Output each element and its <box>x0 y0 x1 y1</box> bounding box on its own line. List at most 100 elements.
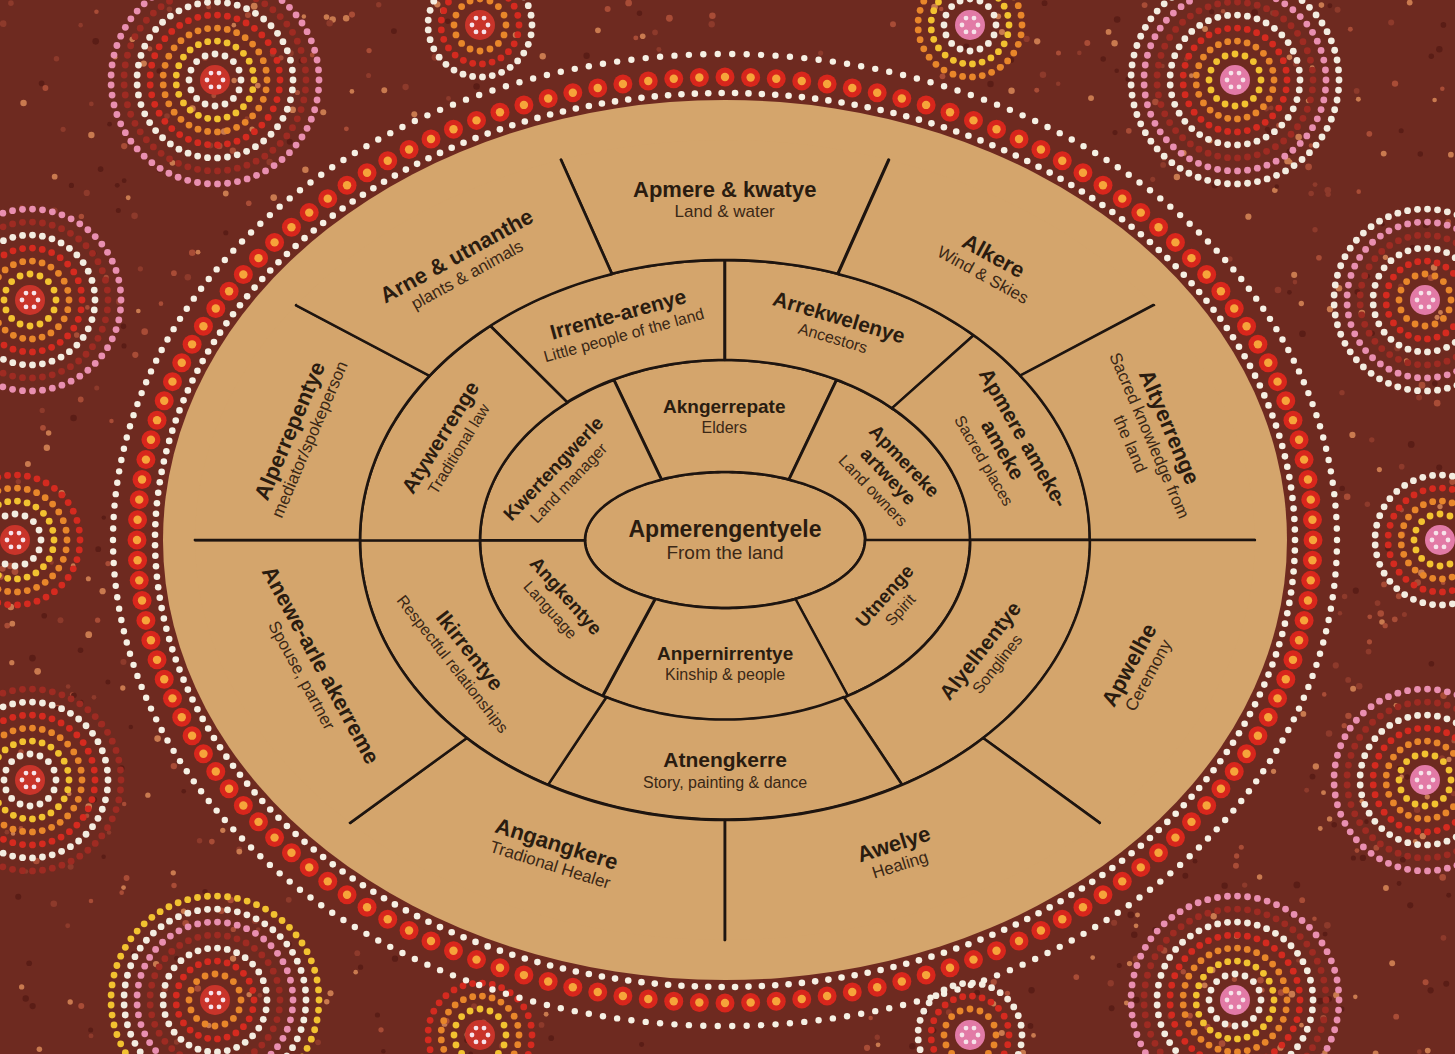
background-dot <box>1339 486 1344 491</box>
circle-motif-dot <box>1263 19 1270 26</box>
background-dot <box>40 408 45 413</box>
circle-motif-dot <box>1193 1001 1200 1008</box>
circle-motif-dot <box>58 834 65 841</box>
circle-motif-dot <box>1147 935 1154 942</box>
circle-motif-dot <box>214 155 221 162</box>
circle-motif-dot <box>1390 274 1397 281</box>
circle-motif-dot <box>1253 949 1260 956</box>
circle-motif-dot <box>1224 932 1231 939</box>
circle-motif-dot <box>1206 997 1213 1004</box>
circle-motif-dot <box>39 220 46 227</box>
circle-motif-dot <box>158 3 165 10</box>
circle-motif-dot <box>180 100 187 107</box>
circle-motif-dot <box>294 38 301 45</box>
background-dot <box>1114 16 1121 23</box>
circle-motif-dot <box>186 1042 193 1049</box>
circle-motif-dot <box>121 82 128 89</box>
circle-motif-dot <box>1214 153 1221 160</box>
background-dot <box>548 1035 554 1041</box>
circle-motif-dot <box>1394 383 1401 390</box>
circle-motif-dot <box>1412 321 1419 328</box>
background-dot <box>29 655 36 662</box>
background-dot <box>391 28 397 34</box>
circle-motif-dot <box>280 958 287 965</box>
circle-motif-dot <box>1264 162 1271 169</box>
circle-motif-dot <box>91 287 98 294</box>
circle-motif-dot <box>294 115 301 122</box>
circle-motif-dot <box>316 77 323 84</box>
background-dot <box>1375 600 1381 606</box>
background-dot <box>85 305 90 310</box>
circle-motif-dot <box>204 932 211 939</box>
circle-motif-dot <box>19 867 26 874</box>
circle-motif-dot <box>1405 346 1412 353</box>
circle-motif-dot <box>19 841 26 848</box>
circle-motif-dot <box>188 987 195 994</box>
circle-motif-dot <box>1224 141 1231 148</box>
circle-motif-dot <box>1215 41 1222 48</box>
circle-motif-dot <box>160 992 167 999</box>
circle-motif-dot <box>253 901 260 908</box>
background-dot <box>92 38 99 45</box>
circle-motif-dot <box>117 120 124 127</box>
circle-motif-dot <box>1167 82 1174 89</box>
circle-motif-dot <box>1244 1047 1251 1054</box>
background-dot <box>89 899 94 904</box>
circle-motif-dot <box>10 332 17 339</box>
background-dot <box>1354 88 1360 94</box>
background-dot <box>1342 723 1347 728</box>
circle-motif-dot <box>175 913 182 920</box>
circle-motif-dot <box>1307 57 1314 64</box>
background-dot <box>350 89 355 94</box>
circle-motif-dot <box>286 4 293 11</box>
circle-motif-dot <box>1444 385 1451 392</box>
circle-motif-dot <box>1171 972 1178 979</box>
circle-motif-dot <box>1414 361 1421 368</box>
background-dot <box>1432 381 1438 387</box>
circle-motif-dot <box>1205 923 1212 930</box>
background-dot <box>1437 504 1442 509</box>
circle-motif-dot <box>230 978 237 985</box>
circle-motif-dot <box>1204 910 1211 917</box>
background-dot <box>1435 315 1440 320</box>
circle-motif-dot <box>109 1012 116 1019</box>
background-dot <box>1211 913 1217 919</box>
circle-motif-dot <box>1362 347 1369 354</box>
circle-motif-dot <box>274 1016 281 1023</box>
circle-motif-dot <box>204 1048 211 1054</box>
circle-motif-dot <box>188 87 195 94</box>
circle-motif-dot <box>202 1021 209 1028</box>
circle-motif-dot <box>214 958 221 965</box>
circle-motif-dot <box>95 815 102 822</box>
background-dot <box>320 109 326 115</box>
circle-motif-dot <box>1182 982 1189 989</box>
circle-motif-dot <box>243 19 250 26</box>
circle-motif-dot <box>234 922 241 929</box>
circle-motif-dot <box>1269 86 1276 93</box>
circle-motif-dot <box>1424 245 1431 252</box>
circle-motif-dot <box>152 1047 159 1054</box>
circle-motif-dot <box>1137 953 1144 960</box>
circle-motif-dot <box>251 1048 258 1054</box>
circle-motif-dot <box>1213 95 1220 102</box>
circle-motif-dot <box>283 941 290 948</box>
background-dot <box>440 8 446 14</box>
background-dot <box>105 561 110 566</box>
circle-motif-dot <box>269 6 276 13</box>
circle-motif-dot <box>1281 920 1288 927</box>
circle-motif-dot <box>137 945 144 952</box>
circle-motif-dot <box>166 0 173 5</box>
circle-motif-dot <box>308 37 315 44</box>
circle-motif-dot <box>39 233 46 240</box>
circle-motif-dot <box>1453 354 1455 361</box>
background-dot <box>257 993 262 998</box>
circle-motif-dot <box>111 101 118 108</box>
circle-motif-dot <box>1154 72 1161 79</box>
circle-motif-dot <box>57 819 64 826</box>
circle-motif-dot <box>1263 5 1270 12</box>
circle-motif-dot <box>1269 987 1276 994</box>
circle-motif-dot <box>1320 1016 1327 1023</box>
circle-motif-dot <box>39 840 46 847</box>
circle-motif-dot <box>1353 356 1360 363</box>
background-dot <box>223 191 229 197</box>
